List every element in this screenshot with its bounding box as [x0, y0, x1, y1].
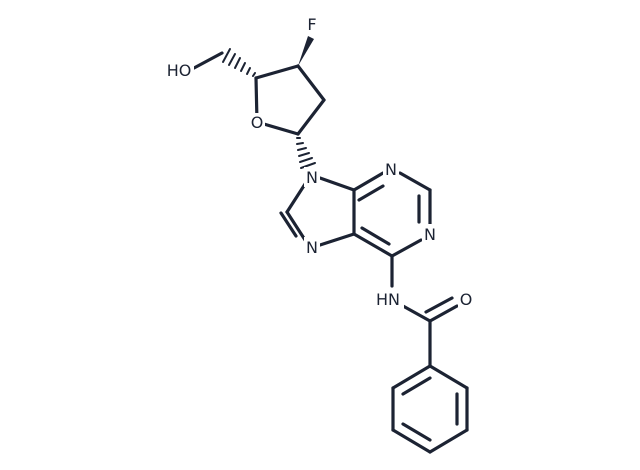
- bond-n7-c8: [285, 210, 309, 245]
- bond-c3-c2: [296, 64, 326, 102]
- bond-ph-1: [428, 364, 469, 390]
- amide-nh-label: HN: [376, 290, 400, 309]
- ring-oxygen-label: O: [251, 113, 264, 132]
- bond-carbonyl-o-double: [424, 296, 454, 314]
- bond-ph-6: [391, 364, 432, 390]
- ring-oxygen-atom: O: [249, 113, 265, 133]
- bond-nh-carbonyl: [401, 304, 432, 323]
- wedge-bond-c3-f: [298, 36, 314, 66]
- bond-n7-c8-double: [279, 211, 298, 238]
- bond-c4-n3-double: [357, 184, 385, 202]
- hash-bond-c4-c5: [222, 48, 256, 77]
- bonds: [192, 51, 469, 454]
- n9-label: N: [306, 168, 318, 187]
- hydroxyl-label: HO: [167, 61, 192, 80]
- hash-bond-c1-n9: [296, 137, 316, 169]
- n3-atom: N: [383, 159, 399, 179]
- bond-c6-c5: [352, 232, 394, 258]
- bond-n3-c2: [398, 171, 432, 192]
- bond-c4-c3: [254, 64, 300, 80]
- hydroxyl-atom: HO: [164, 60, 194, 80]
- n1-label: N: [424, 225, 436, 244]
- amide-nh-atom: HN: [374, 289, 404, 309]
- bond-c2-c1: [296, 98, 326, 136]
- bond-n9-c4: [318, 176, 356, 192]
- stereo-bonds: [222, 36, 316, 169]
- fluorine-label: F: [307, 15, 316, 34]
- bond-ph-4: [391, 428, 432, 454]
- n7-atom: N: [304, 237, 320, 257]
- bond-c6-c5-double: [360, 226, 391, 246]
- bond-ph-4-double: [401, 422, 432, 442]
- n1-atom: N: [422, 224, 438, 244]
- carbonyl-oxygen-atom: O: [458, 289, 474, 309]
- n3-label: N: [385, 160, 397, 179]
- bond-c5-n7: [318, 232, 356, 247]
- bond-n1-c6: [390, 238, 423, 258]
- n7-label: N: [306, 238, 318, 257]
- bond-ph-3: [428, 428, 469, 454]
- bond-c4-n3: [352, 171, 385, 192]
- bond-ph-6-double: [401, 376, 432, 396]
- fluorine-atom: F: [304, 14, 320, 34]
- n9-atom: N: [304, 167, 320, 187]
- bond-carbonyl-o: [428, 304, 459, 323]
- bond-c5-oh: [192, 51, 224, 70]
- atom-labels: F HO O N N N N HN: [164, 14, 474, 309]
- bond-c8-n9: [285, 179, 309, 214]
- carbonyl-oxygen-label: O: [460, 290, 473, 309]
